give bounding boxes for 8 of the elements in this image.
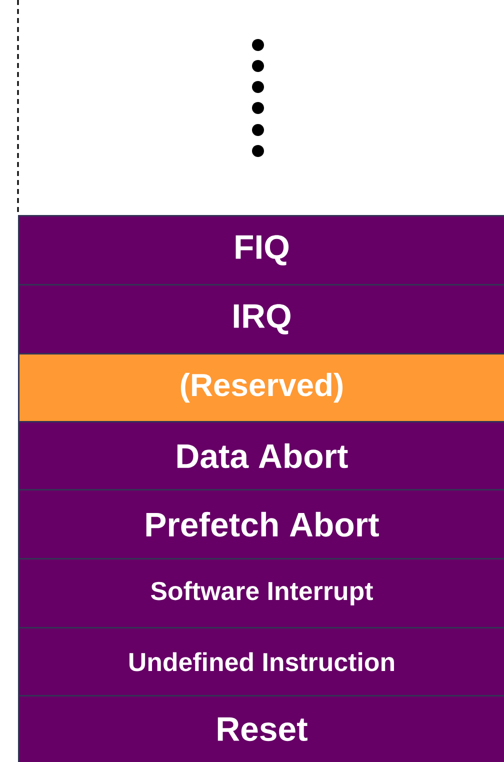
vector-row: Software Interrupt: [18, 558, 504, 628]
vector-row: Reset: [18, 695, 504, 762]
vector-row: Undefined Instruction: [18, 627, 504, 696]
vector-row: (Reserved): [18, 353, 504, 422]
vector-row: FIQ: [18, 215, 504, 286]
vector-row: Data Abort: [18, 421, 504, 490]
vector-row: Prefetch Abort: [18, 489, 504, 560]
vector-row: IRQ: [18, 284, 504, 354]
